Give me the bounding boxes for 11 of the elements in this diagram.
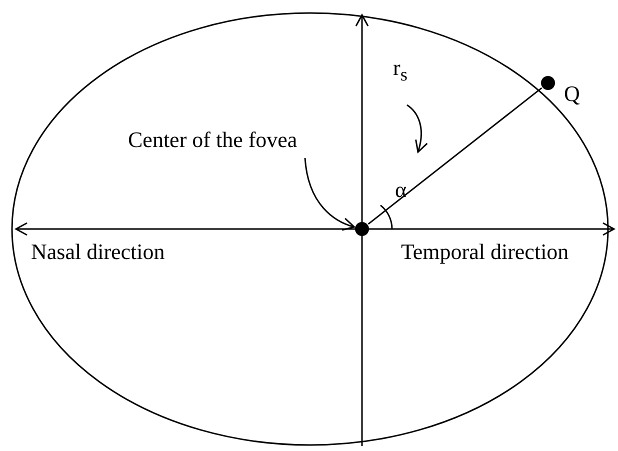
center-point xyxy=(355,222,369,236)
angle-label: α xyxy=(395,178,407,202)
point-label: Q xyxy=(564,82,580,106)
axis-label: Temporal direction xyxy=(401,240,569,264)
annotation-label: Center of the fovea xyxy=(128,128,298,152)
axis-label: Nasal direction xyxy=(31,240,165,264)
radius-line xyxy=(368,87,542,225)
leader-arrow xyxy=(304,158,355,230)
radius-label: r$_{s}$ xyxy=(393,56,408,86)
leader-arrow xyxy=(406,104,428,153)
point-marker xyxy=(541,76,555,90)
